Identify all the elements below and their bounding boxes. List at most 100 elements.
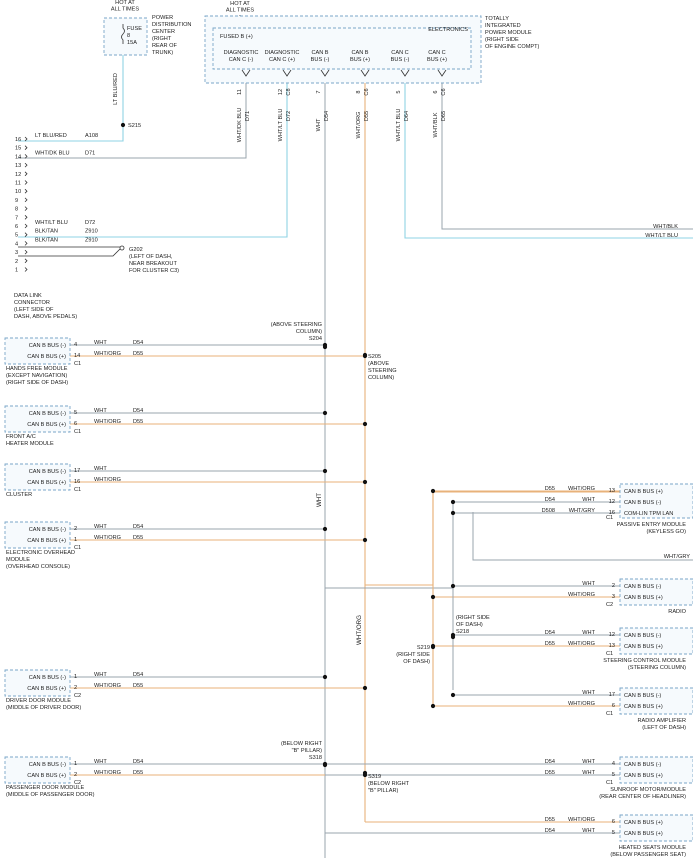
wire-s219-rear [365,491,620,586]
left-module-box [4,337,71,365]
module-pin-label: CAN B BUS (-) [624,584,661,590]
module-wire-color: WHT/ORG [568,817,595,823]
tipm-hot-label: HOT AT [230,1,250,7]
module-wire-color: WHT [582,759,595,765]
module-pin-number: 1 [74,674,77,680]
module-circuit-id: D55 [545,770,555,776]
left-module-label: FRONT A/C [6,434,36,440]
splice-dot [322,410,328,416]
splice-s205-label: (ABOVE [368,361,389,367]
right-module-label: (REAR CENTER OF HEADLINER) [599,794,686,800]
left-module-label: (OVERHEAD CONSOLE) [6,564,70,570]
module-pin-number: 2 [612,583,615,589]
splice-dot [322,761,328,767]
fuse-label: 15A [127,40,137,46]
module-pin-number: 4 [74,342,77,348]
module-pin-number: 17 [74,468,80,474]
dlc-pin-chevron-icon [24,162,28,168]
module-wire-color: WHT [94,524,107,530]
wire-color-right: WHT/LT BLU [645,233,678,239]
module-pin-label: CAN B BUS (+) [27,686,66,692]
dlc-pin-number: 9 [15,198,18,204]
splice-dot [362,537,368,543]
splice-dot [322,342,328,348]
fuse-label: FUSE [127,26,142,32]
wire-d65 [441,76,693,230]
module-wire-color: WHT/ORG [94,770,121,776]
module-wire-color: WHT/ORG [94,419,121,425]
left-module-box [4,669,71,697]
module-pin-number: 5 [612,772,615,778]
splice-dot [362,772,368,778]
tipm-connector-id: C6 [364,88,370,95]
module-circuit-id: D54 [545,828,555,834]
dlc-pin-chevron-icon [24,232,28,237]
module-circuit-id: D55 [545,486,555,492]
module-pin-label: CAN B BUS (-) [29,675,66,681]
module-connector-id: C1 [74,487,81,493]
dlc-pin-number: 8 [15,207,18,213]
left-module-box [4,756,71,784]
tipm-terminal-label: CAN C (+) [269,57,295,63]
splice-s319-label: "B" PILLAR) [368,788,399,794]
wire-d72 [18,76,288,238]
splice-s219-label: OF DASH) [403,659,430,665]
dlc-pin-number: 16 [15,137,21,143]
module-circuit-id: D55 [545,817,555,823]
module-wire-color: WHT/ORG [568,701,595,707]
right-module-label: HEATED SEATS MODULE [619,845,687,851]
left-module-box [4,521,71,549]
left-module-label: CLUSTER [6,492,32,498]
tipm-fused-label: FUSED B (+) [220,34,253,40]
dlc-pin-number: 2 [15,259,18,265]
dlc-pin-chevron-icon [24,154,28,159]
module-circuit-id: D55 [133,419,143,425]
splice-dot [362,479,368,485]
dlc-pin-number: 14 [15,154,21,160]
module-pin-label: CAN B BUS (+) [27,480,66,486]
tipm-terminal-label: CAN C [391,50,408,56]
tipm-wire-color: WHT/ORG [356,111,362,138]
module-pin-label: CAN B BUS (-) [624,762,661,768]
splice-dot [362,353,368,359]
wire-z910-b [18,248,121,257]
wire-layer [18,15,693,858]
splice-s204-label: (ABOVE STEERING [271,322,322,328]
module-circuit-id: D54 [545,759,555,765]
pdc-label: CENTER [152,29,175,35]
dlc-pin-number: 15 [15,146,21,152]
right-module-box [619,687,693,715]
tipm-wire-color: WHT/DK BLU [237,108,243,143]
module-pin-label: CAN B BUS (+) [27,538,66,544]
fuse-icon [121,24,125,44]
tipm-terminal-label: CAN B [351,50,368,56]
tipm-connector-id: C6 [441,88,447,95]
module-wire-color: WHT [582,497,595,503]
component-layer [4,15,693,842]
tipm-pin-number: 8 [356,90,362,93]
module-pin-label: CAN B BUS (-) [624,693,661,699]
dlc-wire-color: BLK/TAN [35,237,58,243]
splice-s205-label: COLUMN) [368,375,394,381]
ground-label: NEAR BREAKOUT [129,261,177,267]
dlc-pin-chevron-icon [24,215,28,220]
left-module-label: DRIVER DOOR MODULE [6,698,71,704]
fuse-label: 8 [127,33,130,39]
wire-color-right: WHT/BLK [653,224,678,230]
splice-s318-label: (BELOW RIGHT [281,741,323,747]
dlc-wire-color: WHT/DK BLU [35,150,70,156]
module-pin-number: 13 [609,488,615,494]
wire-d71 [18,76,247,159]
dlc-circuit-id: A108 [85,133,98,139]
dlc-pin-chevron-icon [24,249,28,255]
right-module-box [619,814,693,842]
splice-dot [430,488,436,494]
wire-d64 [404,76,693,239]
ground-icon [119,245,125,251]
tipm-circuit-id: D54 [324,111,330,121]
splice-s218-label: (RIGHT SIDE [456,615,490,621]
module-pin-number: 6 [74,421,77,427]
module-pin-label: CAN B BUS (+) [624,595,663,601]
module-pin-label: CAN B BUS (+) [624,773,663,779]
